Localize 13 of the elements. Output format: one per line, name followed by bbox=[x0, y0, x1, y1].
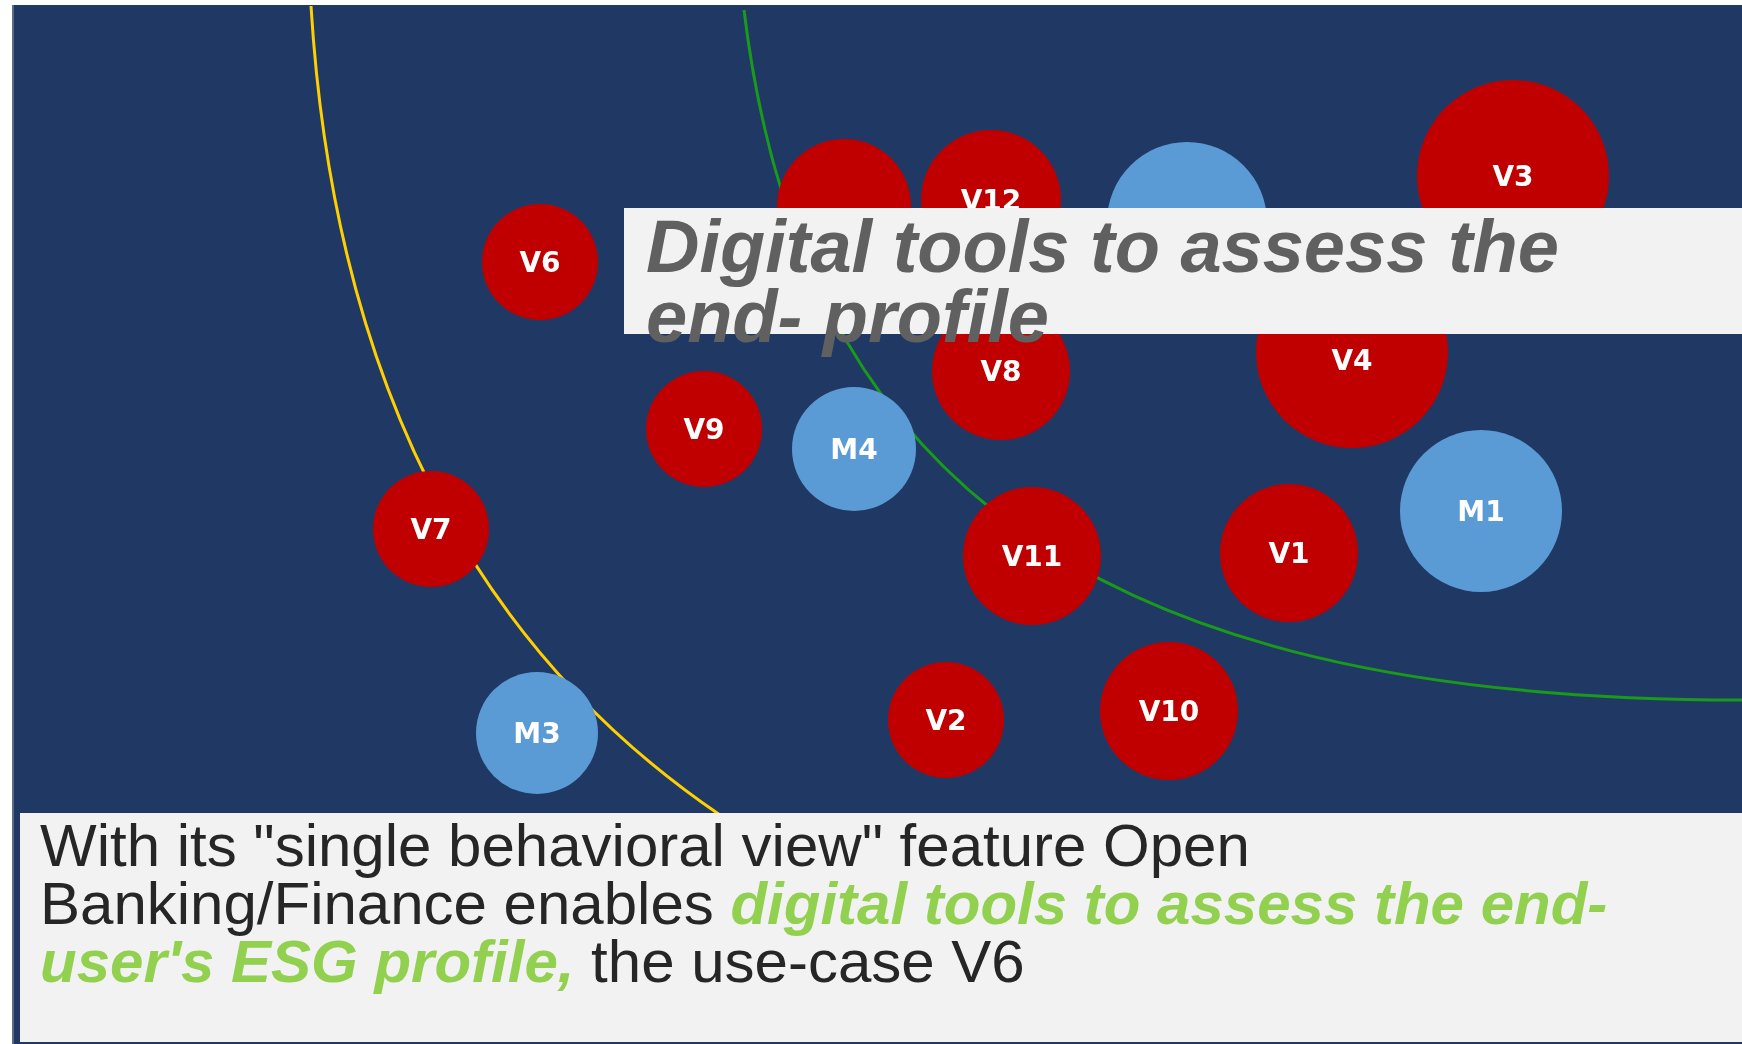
circle-label: V2 bbox=[925, 703, 967, 737]
circle-label: V6 bbox=[519, 245, 561, 279]
circle-label: M3 bbox=[513, 716, 561, 750]
circle-label: M4 bbox=[830, 432, 878, 466]
circle-label: V10 bbox=[1138, 694, 1200, 728]
circle-label: V4 bbox=[1331, 344, 1373, 377]
circle-label: V7 bbox=[410, 512, 452, 546]
circle-label: V3 bbox=[1492, 159, 1534, 193]
circle-label: V1 bbox=[1268, 536, 1310, 570]
circle-label: V11 bbox=[1001, 539, 1063, 573]
circle-label: V9 bbox=[683, 412, 725, 446]
circle-label: V8 bbox=[980, 354, 1022, 388]
circle-label: M1 bbox=[1457, 494, 1505, 528]
